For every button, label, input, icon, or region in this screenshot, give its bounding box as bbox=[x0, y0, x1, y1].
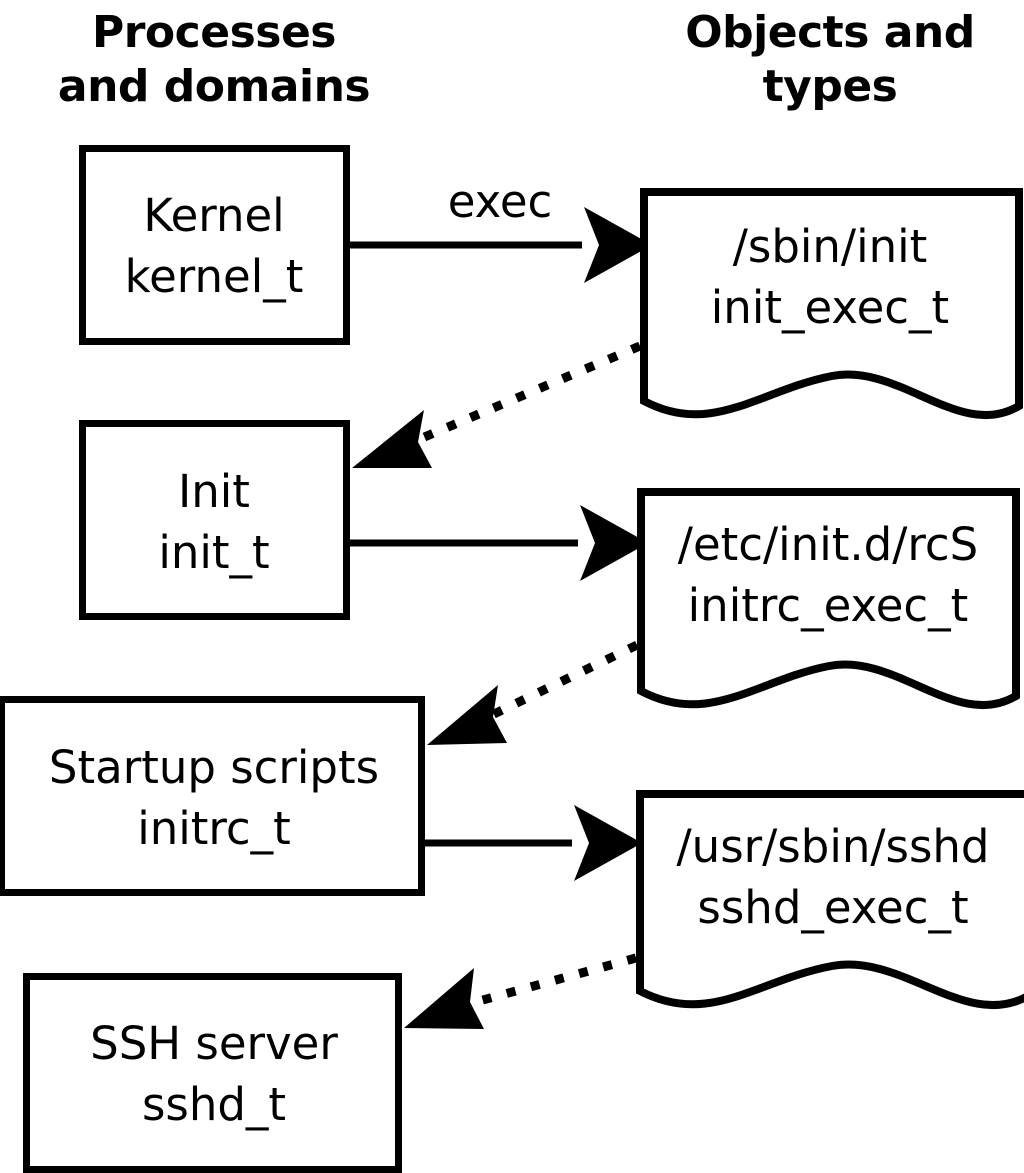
process-node-init[interactable]: Init init_t bbox=[79, 420, 350, 620]
node-box[interactable] bbox=[79, 145, 350, 345]
node-label-line1: /sbin/init bbox=[733, 220, 928, 273]
edge-initrc-exec-to-initrc bbox=[427, 640, 639, 745]
node-document-shape[interactable] bbox=[637, 488, 1020, 710]
node-label-line2: sshd_t bbox=[142, 1078, 286, 1131]
header-processes-line1: Processes bbox=[92, 7, 336, 58]
edge-kernel-to-init-exec: exec bbox=[350, 175, 652, 283]
object-node-init-exec[interactable]: /sbin/init init_exec_t bbox=[640, 188, 1023, 420]
node-box[interactable] bbox=[0, 696, 425, 896]
node-box[interactable] bbox=[79, 420, 350, 620]
arrow-head-icon bbox=[574, 805, 642, 881]
header-objects-line2: types bbox=[763, 61, 898, 112]
process-node-startup-scripts[interactable]: Startup scripts initrc_t bbox=[0, 696, 425, 896]
arrow-head-icon bbox=[584, 207, 652, 283]
edge-initrc-to-sshd-exec bbox=[425, 805, 642, 881]
process-node-ssh-server[interactable]: SSH server sshd_t bbox=[23, 973, 402, 1173]
header-processes-line2: and domains bbox=[58, 61, 370, 112]
node-document-shape[interactable] bbox=[636, 790, 1024, 1010]
node-label-line2: initrc_t bbox=[137, 802, 291, 855]
node-label-line2: sshd_exec_t bbox=[697, 881, 968, 934]
node-label-line2: initrc_exec_t bbox=[688, 579, 969, 632]
object-node-initrc-exec[interactable]: /etc/init.d/rcS initrc_exec_t bbox=[637, 488, 1020, 710]
arrow-head-icon bbox=[404, 968, 484, 1029]
edge-label-exec: exec bbox=[448, 175, 553, 228]
node-label-line1: Init bbox=[178, 465, 250, 518]
arrow-head-icon bbox=[352, 410, 432, 468]
node-box[interactable] bbox=[23, 973, 402, 1173]
node-label-line2: init_t bbox=[158, 526, 269, 579]
edge-sshd-exec-to-sshd bbox=[404, 953, 638, 1029]
node-label-line1: /usr/sbin/sshd bbox=[677, 820, 990, 873]
header-objects-line1: Objects and bbox=[685, 7, 974, 58]
arrow-head-icon bbox=[427, 685, 507, 745]
object-node-sshd-exec[interactable]: /usr/sbin/sshd sshd_exec_t bbox=[636, 790, 1024, 1010]
arrow-head-icon bbox=[580, 505, 648, 581]
node-label-line2: init_exec_t bbox=[711, 281, 949, 334]
process-node-kernel[interactable]: Kernel kernel_t bbox=[79, 145, 350, 345]
edge-line bbox=[490, 640, 639, 720]
edge-init-exec-to-init bbox=[352, 341, 642, 468]
node-label-line1: Startup scripts bbox=[49, 741, 379, 794]
edge-line bbox=[413, 341, 642, 446]
column-header-objects: Objects and types bbox=[685, 7, 975, 112]
column-header-processes: Processes and domains bbox=[58, 7, 371, 112]
edge-init-to-initrc-exec bbox=[350, 505, 648, 581]
edge-line bbox=[470, 953, 638, 1008]
node-label-line1: SSH server bbox=[90, 1017, 338, 1070]
node-label-line2: kernel_t bbox=[125, 250, 304, 303]
node-document-shape[interactable] bbox=[640, 188, 1023, 420]
node-label-line1: Kernel bbox=[143, 189, 284, 242]
node-label-line1: /etc/init.d/rcS bbox=[678, 518, 978, 571]
